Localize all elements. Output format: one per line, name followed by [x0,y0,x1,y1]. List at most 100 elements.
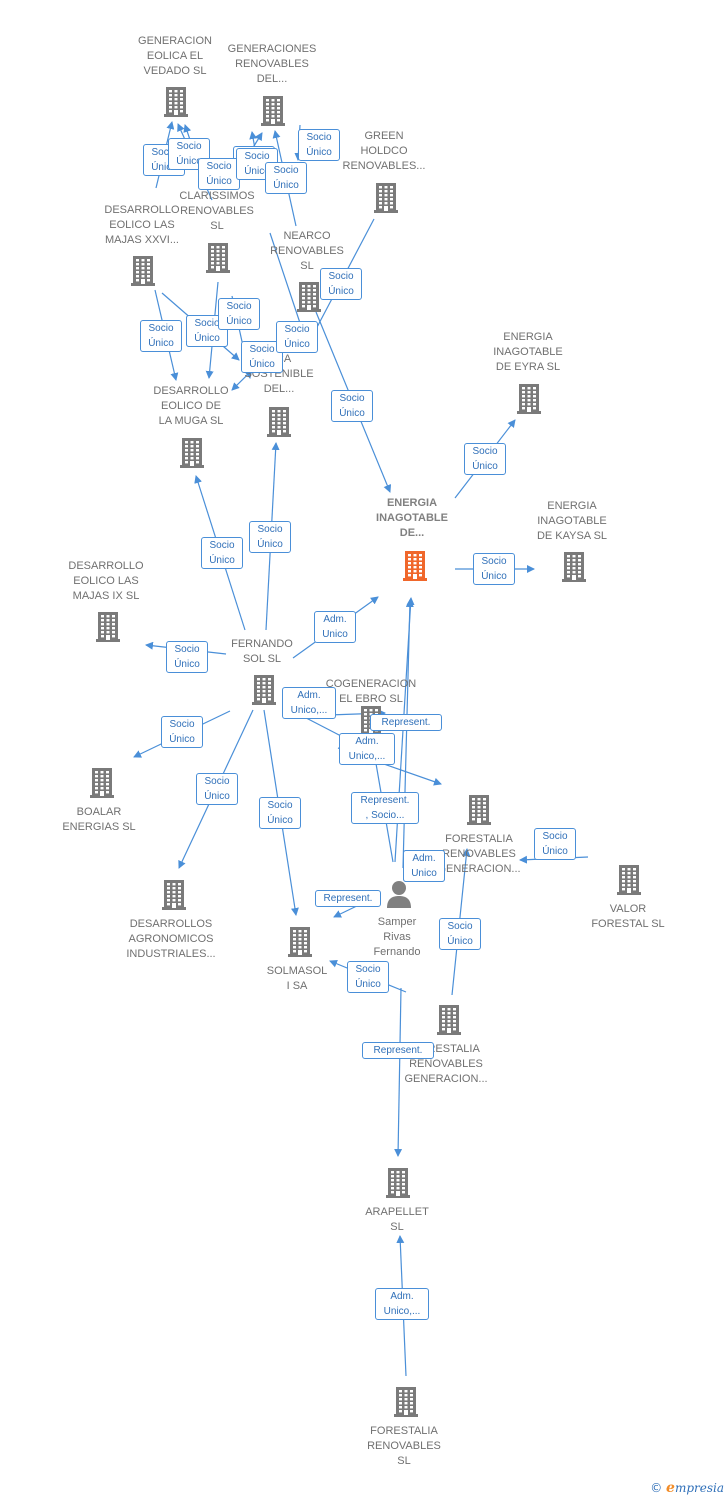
node-label: DESARROLLO EOLICO LAS MAJAS XXVI... [104,204,180,246]
building-icon[interactable] [392,1385,420,1417]
building-icon[interactable] [259,94,287,126]
node-energia_center[interactable]: ENERGIA INAGOTABLE DE... [357,496,467,541]
edge-label[interactable]: Represent. [315,890,381,907]
edge-line [394,987,403,1157]
node-label: ENERGIA INAGOTABLE DE... [376,497,448,539]
building-icon[interactable] [435,1003,463,1035]
node-fernando_sol[interactable]: FERNANDO SOL SL [207,637,317,667]
node-label: FORESTALIA RENOVABLES GENERACION... [404,1043,488,1085]
brand-initial: e [666,1480,675,1496]
edge-label[interactable]: Socio Único [473,553,515,585]
edge-label[interactable]: Represent. , Socio... [351,792,419,824]
node-label: VALOR FORESTAL SL [591,903,665,930]
edge-label[interactable]: Socio Único [265,162,307,194]
node-solmasol[interactable]: SOLMASOL I SA [242,964,352,994]
node-boalar[interactable]: BOALAR ENERGIAS SL [44,805,154,835]
edge-label[interactable]: Represent. [362,1042,434,1059]
node-label: DESARROLLO EOLICO LAS MAJAS IX SL [68,560,144,602]
node-label: NEARCO RENOVABLES SL [270,230,344,272]
edge-label[interactable]: Adm. Unico,... [375,1288,429,1320]
node-energia_eyra[interactable]: ENERGIA INAGOTABLE DE EYRA SL [473,330,583,375]
empresia-logo: © empresia [650,1480,724,1496]
building-icon[interactable] [178,436,206,468]
node-valor_forestal[interactable]: VALOR FORESTAL SL [573,902,683,932]
building-icon[interactable] [286,925,314,957]
node-generaciones_renovables[interactable]: GENERACIONES RENOVABLES DEL... [217,42,327,87]
building-icon[interactable] [129,254,157,286]
building-icon[interactable] [88,766,116,798]
edge-label[interactable]: Socio Único [320,268,362,300]
building-icon[interactable] [295,280,323,312]
node-desarrollos_agronomicos[interactable]: DESARROLLOS AGRONOMICOS INDUSTRIALES... [116,917,226,962]
edge-label[interactable]: Socio Único [439,918,481,950]
edge-label[interactable]: Socio Único [276,321,318,353]
edge-label[interactable]: Socio Único [249,521,291,553]
edge-label[interactable]: Adm. Unico [403,850,445,882]
edge-label[interactable]: Socio Único [347,961,389,993]
node-label: Samper Rivas Fernando [373,916,421,958]
edge-label[interactable]: Socio Único [218,298,260,330]
node-label: FORESTALIA RENOVABLES SL [367,1425,441,1467]
person-icon[interactable] [385,878,413,910]
edge-label[interactable]: Adm. Unico [314,611,356,643]
edge-label[interactable]: Socio Único [331,390,373,422]
node-forestalia_sl[interactable]: FORESTALIA RENOVABLES SL [349,1424,459,1469]
node-forestalia_generacion_1[interactable]: FORESTALIA RENOVABLES GENERACION... [424,832,534,877]
edge-label[interactable]: Socio Único [161,716,203,748]
edge-label[interactable]: Socio Único [198,158,240,190]
node-label: CLARISSIMOS RENOVABLES SL [179,190,255,232]
node-label: DESARROLLO EOLICO DE LA MUGA SL [153,385,229,427]
building-icon[interactable] [615,863,643,895]
node-label: ARAPELLET SL [365,1206,429,1233]
building-icon[interactable] [465,793,493,825]
node-label: GREEN HOLDCO RENOVABLES... [342,130,426,172]
building-icon[interactable] [204,241,232,273]
node-energia_kaysa[interactable]: ENERGIA INAGOTABLE DE KAYSA SL [517,499,627,544]
edge-label[interactable]: Socio Único [186,315,228,347]
building-icon[interactable] [94,610,122,642]
node-label: DESARROLLOS AGRONOMICOS INDUSTRIALES... [126,918,216,960]
node-gen_eolica_vedado[interactable]: GENERACION EOLICA EL VEDADO SL [120,34,230,79]
node-label: ENERGIA INAGOTABLE DE KAYSA SL [536,500,608,542]
edge-label[interactable]: Socio Único [298,129,340,161]
edge-label[interactable]: Socio Único [534,828,576,860]
node-cogeneracion_ebro[interactable]: COGENERACION EL EBRO SL [316,677,426,707]
node-desarrollo_majas_xxvi[interactable]: DESARROLLO EOLICO LAS MAJAS XXVI... [87,203,197,248]
edge-line [402,599,414,869]
copyright-symbol: © [650,1481,663,1495]
edge-label[interactable]: Socio Único [201,537,243,569]
building-icon[interactable] [384,1166,412,1198]
node-arapellet[interactable]: ARAPELLET SL [342,1205,452,1235]
node-label: GENERACION EOLICA EL VEDADO SL [138,35,212,77]
brand-name: mpresia [674,1481,724,1495]
node-clarissimos[interactable]: CLARISSIMOS RENOVABLES SL [162,189,272,234]
node-label: BOALAR ENERGIAS SL [62,806,136,833]
edge-label[interactable]: Socio Único [166,641,208,673]
node-label: FORESTALIA RENOVABLES GENERACION... [437,833,521,875]
node-desarrollo_majas_ix[interactable]: DESARROLLO EOLICO LAS MAJAS IX SL [51,559,161,604]
node-label: COGENERACION EL EBRO SL [325,678,417,705]
edge-label[interactable]: Socio Único [259,797,301,829]
node-forestalia_generacion_2[interactable]: FORESTALIA RENOVABLES GENERACION... [391,1042,501,1087]
edge-label[interactable]: Represent. [370,714,442,731]
node-label: SOLMASOL I SA [266,965,328,992]
node-green_holdco[interactable]: GREEN HOLDCO RENOVABLES... [329,129,439,174]
edge-label[interactable]: Adm. Unico,... [339,733,395,765]
node-samper[interactable]: Samper Rivas Fernando [342,915,452,960]
edge-label[interactable]: Socio Único [140,320,182,352]
node-label: FERNANDO SOL SL [231,638,293,665]
edge-label[interactable]: Socio Único [464,443,506,475]
edge-label[interactable]: Adm. Unico,... [282,687,336,719]
edge-label[interactable]: Socio Único [196,773,238,805]
building-icon[interactable] [515,382,543,414]
building-icon[interactable] [401,549,429,581]
building-icon[interactable] [160,878,188,910]
building-icon[interactable] [372,181,400,213]
node-label: GENERACIONES RENOVABLES DEL... [227,43,317,85]
building-icon[interactable] [250,673,278,705]
building-icon[interactable] [560,550,588,582]
building-icon[interactable] [265,405,293,437]
building-icon[interactable] [162,85,190,117]
node-desarrollo_muga[interactable]: DESARROLLO EOLICO DE LA MUGA SL [136,384,246,429]
node-nearco[interactable]: NEARCO RENOVABLES SL [252,229,362,274]
